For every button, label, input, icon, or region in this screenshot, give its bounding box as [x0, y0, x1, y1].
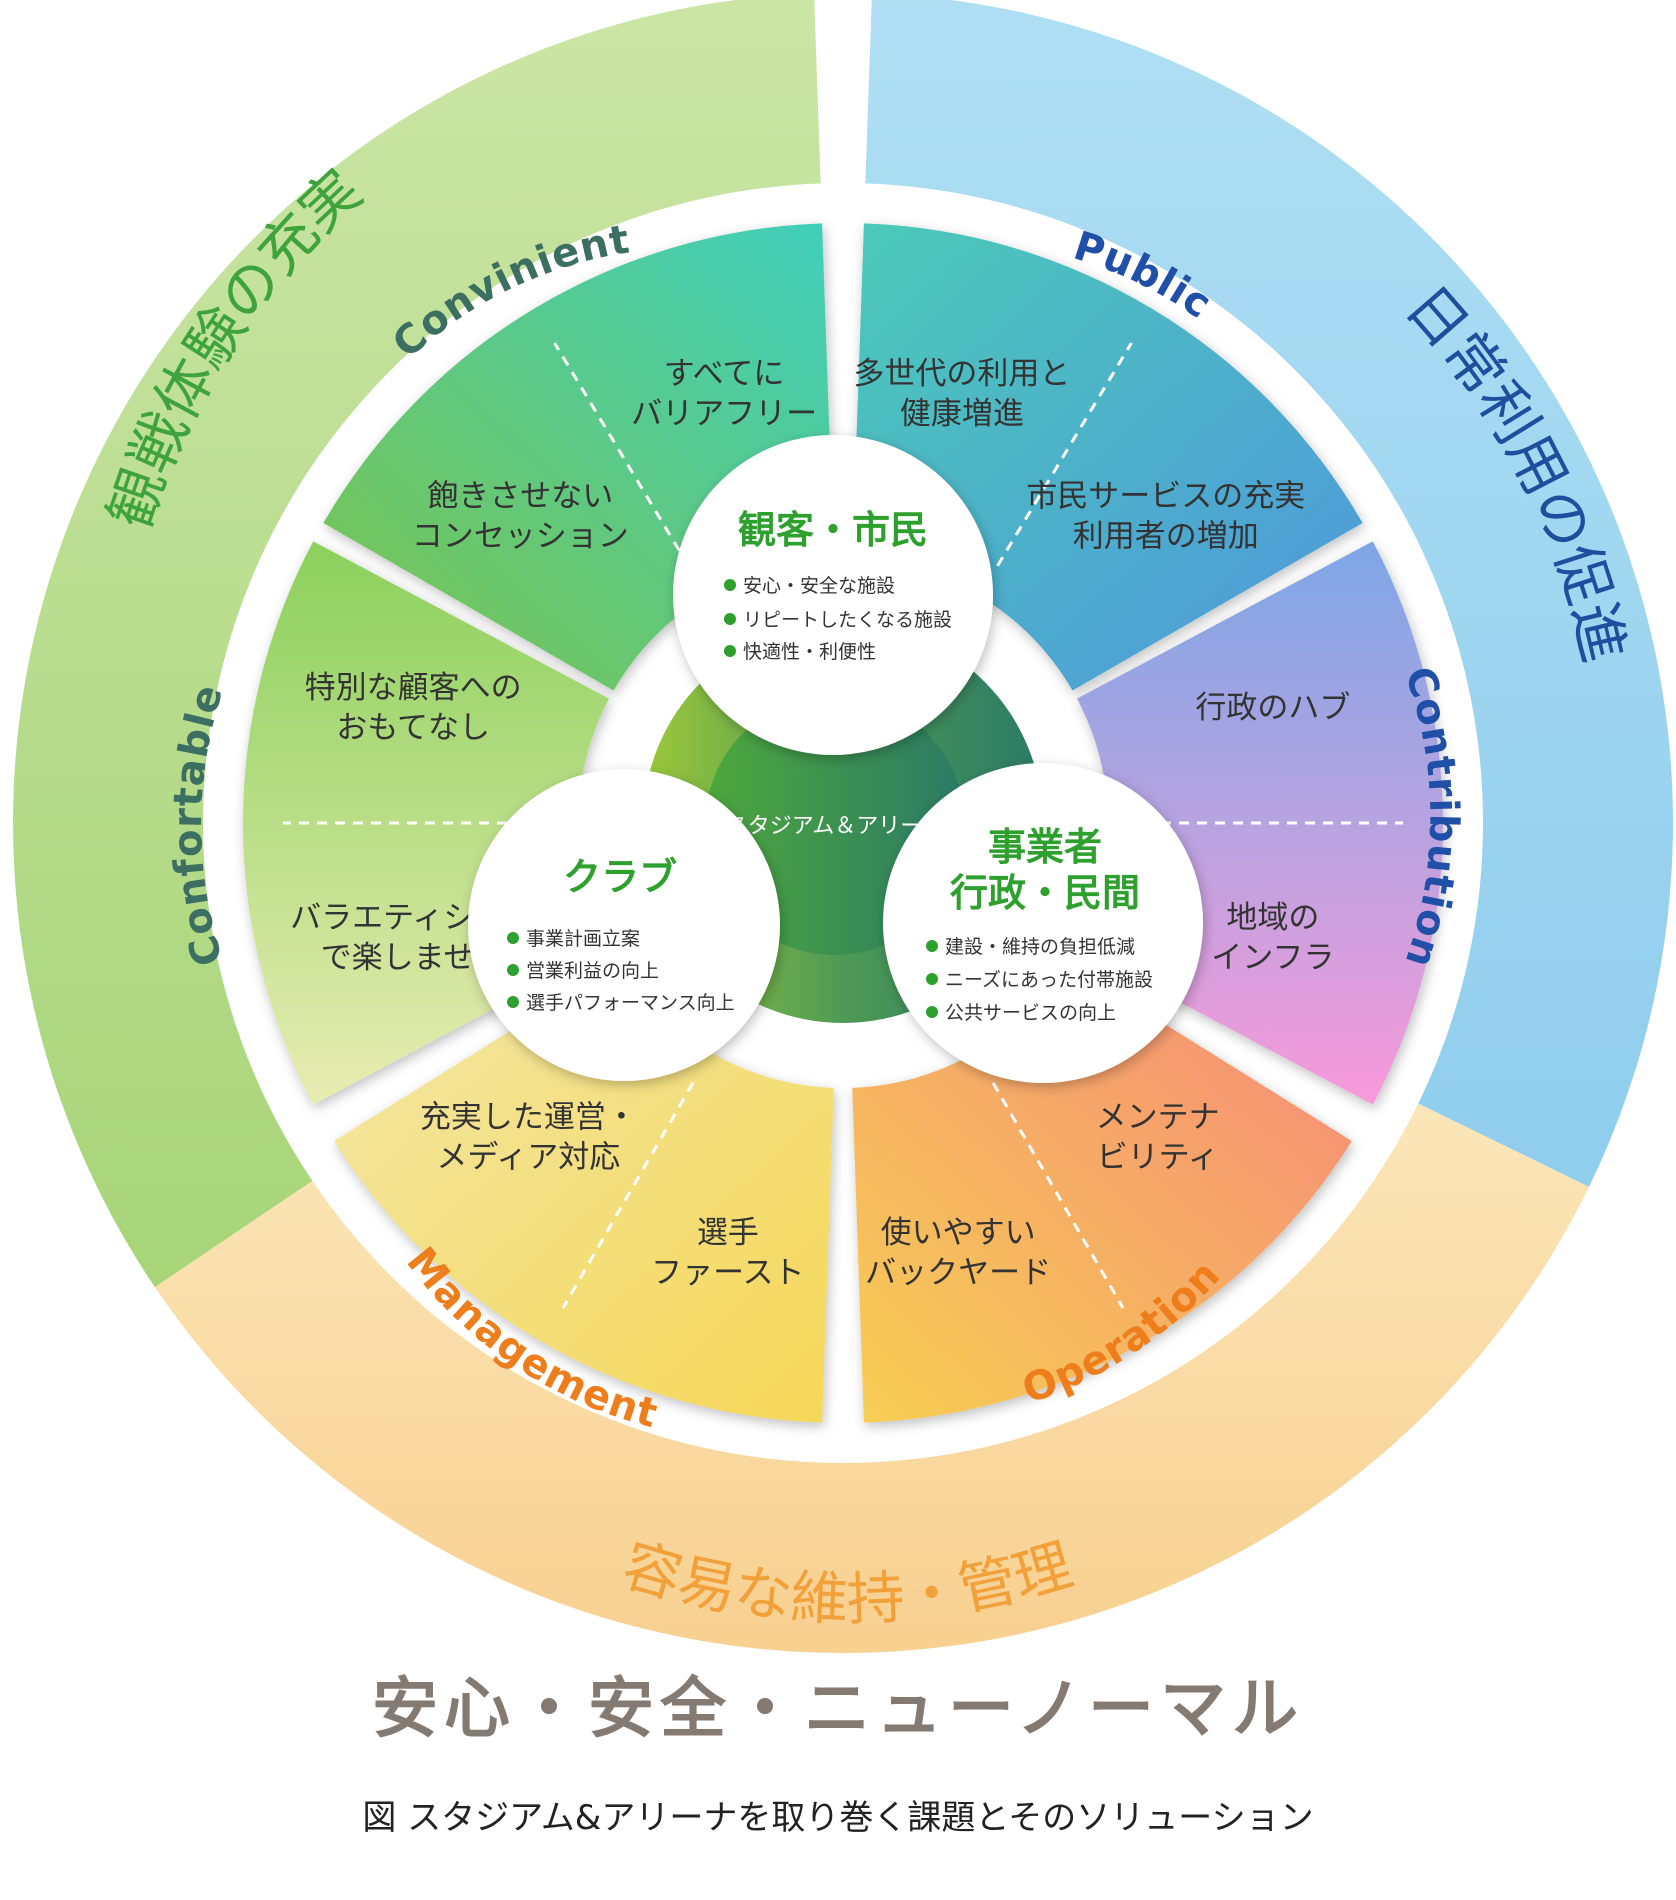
segment-management-item-2-line-1: 充実した運営・ — [420, 1100, 637, 1136]
segment-operation-item-1-line-1: メンテナ — [1096, 1100, 1220, 1136]
segment-management-item-1-line-2: ファースト — [651, 1255, 804, 1291]
business-bullet-3: 公共サービスの向上 — [945, 1002, 1116, 1024]
bullet-dot — [507, 996, 519, 1008]
stakeholder-spectators — [673, 435, 993, 755]
club-title: クラブ — [563, 855, 677, 899]
segment-contribution-item-1-line-1: 行政のハブ — [1195, 690, 1350, 726]
segment-divider — [553, 342, 690, 567]
outer-band-spectating — [13, 0, 822, 1288]
bullet-dot — [724, 645, 736, 657]
segment-divider — [996, 342, 1133, 567]
spectators-bullet-1: 安心・安全な施設 — [743, 575, 895, 597]
segment-public-item-2-line-1: 市民サービスの充実 — [1026, 479, 1305, 515]
stakeholder-business — [883, 763, 1203, 1083]
spectators-title: 観客・市民 — [738, 508, 928, 552]
segment-management-shape — [334, 963, 834, 1423]
stakeholder-club — [468, 769, 780, 1081]
bullet-dot — [926, 973, 938, 985]
segment-public-item-1-line-1: 多世代の利用と — [853, 356, 1070, 392]
segment-public-item-2-line-2: 利用者の増加 — [1073, 519, 1259, 555]
segment-confortable-item-2-line-1: 特別な顧客への — [305, 670, 522, 706]
segment-operation-shape — [852, 963, 1352, 1423]
segment-operation-item-1-line-2: ビリティ — [1097, 1140, 1219, 1176]
business-bullet-1: 建設・維持の負担低減 — [945, 936, 1135, 958]
stakeholder-spectators-text: 観客・市民 安心・安全な施設 リピートしたくなる施設 快適性・利便性 — [724, 508, 952, 663]
segment-convinient-item-2-line-2: バリアフリー — [631, 396, 817, 432]
outer-band-maintenance — [154, 1099, 1589, 1653]
bullet-dot — [724, 579, 736, 591]
segment-management-item-2-line-2: メディア対応 — [436, 1140, 620, 1176]
spectators-bullet-2: リピートしたくなる施設 — [743, 609, 952, 631]
stakeholder-business-text: 事業者 行政・民間 建設・維持の負担低減 ニーズにあった付帯施設 公共サービスの… — [926, 825, 1153, 1024]
segment-public-item-1-line-2: 健康増進 — [900, 396, 1024, 432]
bullet-dot — [926, 940, 938, 952]
figure-caption: 図 スタジアム&アリーナを取り巻く課題とそのソリューション — [362, 1798, 1314, 1838]
club-bullet-1: 事業計画立案 — [526, 928, 640, 950]
business-title-line-1: 事業者 — [988, 825, 1102, 869]
segment-divider — [991, 1082, 1125, 1309]
business-title-line-2: 行政・民間 — [950, 871, 1140, 915]
segment-management-item-1-line-1: 選手 — [697, 1215, 759, 1251]
footer-main-slogan: 安心・安全・ニューノーマル — [371, 1670, 1305, 1747]
bullet-dot — [507, 932, 519, 944]
segment-operation-item-2-line-1: 使いやすい — [881, 1215, 1036, 1251]
segment-convinient-item-1-line-1: 飽きさせない — [427, 479, 613, 515]
club-bullet-3: 選手パフォーマンス向上 — [526, 992, 735, 1014]
segment-contribution-item-2-line-2: インフラ — [1211, 940, 1334, 976]
segment-confortable-item-2-line-2: おもてなし — [336, 710, 490, 746]
spectators-bullet-3: 快適性・利便性 — [743, 641, 876, 663]
segment-convinient-item-1-line-2: コンセッション — [412, 519, 629, 555]
business-bullet-2: ニーズにあった付帯施設 — [945, 969, 1153, 991]
stakeholder-club-text: クラブ 事業計画立案 営業利益の向上 選手パフォーマンス向上 — [507, 855, 735, 1014]
club-bullet-2: 営業利益の向上 — [526, 960, 659, 982]
segment-operation-item-2-line-2: バックヤード — [865, 1255, 1051, 1291]
bullet-dot — [926, 1006, 938, 1018]
bullet-dot — [507, 964, 519, 976]
center-label: スタジアム＆アリーナ — [726, 814, 944, 839]
segment-divider — [561, 1082, 695, 1309]
bullet-dot — [724, 613, 736, 625]
segment-convinient-item-2-line-1: すべてに — [664, 356, 785, 392]
segment-contribution-item-2-line-1: 地域の — [1226, 900, 1319, 936]
